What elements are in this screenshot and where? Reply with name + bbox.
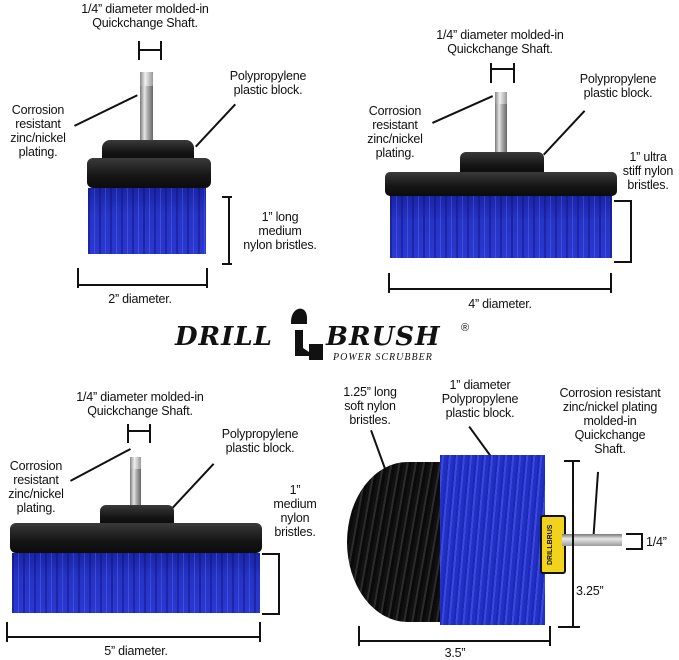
dimension-bracket [149, 424, 151, 443]
height-bracket [262, 553, 280, 555]
bristle-label: 1.25” long soft nylon bristles. [343, 385, 397, 427]
bristles [390, 196, 612, 258]
height-bracket [558, 626, 580, 628]
dimension-bracket [138, 49, 162, 51]
plastic-block-base [385, 172, 617, 196]
registered-mark: ® [461, 322, 470, 334]
width-bracket [388, 288, 612, 290]
width-bracket [206, 268, 208, 288]
shaft-label: 1/4” diameter molded-in Quickchange Shaf… [436, 28, 564, 56]
plastic-block-top [460, 152, 544, 174]
leader-line [74, 94, 138, 127]
plating-label: Corrosion resistant zinc/nickel plating. [8, 459, 64, 515]
plastic-block-base [87, 158, 211, 188]
width-bracket [549, 626, 551, 646]
height-bracket [262, 613, 280, 615]
shaft-bracket [626, 548, 643, 550]
bristle-label: 1” medium nylon bristles. [273, 483, 317, 539]
width-bracket [259, 622, 261, 642]
block-label: Polypropylene plastic block. [221, 427, 299, 455]
logo-word-drill: DRILL [175, 322, 273, 352]
leader-line [592, 471, 599, 540]
dimension-bracket [490, 68, 515, 70]
height-bracket [614, 261, 632, 263]
logo-word-brush: BRUSH [326, 322, 441, 352]
bristle-label: 1” ultra stiff nylon bristles. [622, 150, 674, 192]
plastic-block-top [100, 505, 174, 525]
shaft-size-label: 1/4” [646, 535, 667, 549]
width-bracket [388, 273, 390, 293]
leader-line [543, 110, 586, 156]
block-label: 1” diameter Polypropylene plastic block. [441, 378, 519, 420]
dimension-bracket [513, 63, 515, 83]
plating-label: Corrosion resistant zinc/nickel plating. [367, 104, 423, 160]
leader-line [195, 103, 237, 148]
shaft-bracket [626, 533, 643, 535]
black-bristles [347, 462, 457, 622]
width-bracket [610, 273, 612, 293]
diameter-label: 4” diameter. [468, 297, 532, 311]
bristles [88, 188, 206, 254]
shaft-bracket [641, 533, 643, 549]
width-bracket [358, 626, 360, 646]
yellow-collar: DRILLBRUS [540, 515, 566, 574]
height-bracket [222, 196, 232, 198]
hex-shaft [140, 72, 153, 142]
hex-shaft-tip [130, 457, 141, 469]
height-bracket [564, 460, 580, 462]
shaft-label: Corrosion resistant zinc/nickel plating … [559, 386, 661, 456]
width-bracket [358, 640, 551, 642]
plastic-block-top [102, 140, 194, 160]
height-bracket [572, 460, 574, 627]
width-label: 3.5” [444, 646, 466, 660]
height-bracket [222, 263, 232, 265]
collar-text: DRILLBRUS [547, 524, 554, 565]
hex-shaft-tip [140, 72, 153, 86]
plating-label: Corrosion resistant zinc/nickel plating. [10, 103, 66, 159]
leader-line [172, 463, 215, 509]
blue-bristles [440, 455, 545, 625]
height-bracket [614, 200, 632, 202]
bristle-label: 1” long medium nylon bristles. [243, 210, 317, 252]
block-label: Polypropylene plastic block. [229, 69, 307, 97]
width-bracket [77, 268, 79, 288]
shaft-label: 1/4” diameter molded-in Quickchange Shaf… [76, 390, 204, 418]
shaft-label: 1/4” diameter molded-in Quickchange Shaf… [81, 2, 209, 30]
plastic-block-base [10, 523, 262, 553]
hex-shaft [495, 92, 507, 156]
height-bracket [278, 553, 280, 615]
dimension-bracket [490, 63, 492, 83]
logo-tagline: POWER SCRUBBER [333, 352, 433, 363]
height-bracket [630, 200, 632, 262]
dimension-bracket [127, 430, 151, 432]
hex-shaft-tip [495, 92, 507, 104]
height-bracket [228, 196, 230, 264]
width-bracket [77, 284, 208, 286]
hex-shaft [130, 457, 141, 507]
diameter-label: 5” diameter. [104, 644, 168, 658]
drill-icon [285, 300, 325, 362]
block-label: Polypropylene plastic block. [579, 72, 657, 100]
bristles [12, 553, 260, 613]
width-bracket [6, 636, 261, 638]
dimension-bracket [127, 424, 129, 443]
height-label: 3.25” [576, 584, 604, 598]
diameter-label: 2” diameter. [108, 292, 172, 306]
width-bracket [6, 622, 8, 642]
leader-line [432, 95, 494, 124]
leader-line [70, 448, 131, 482]
hex-shaft [562, 534, 622, 546]
